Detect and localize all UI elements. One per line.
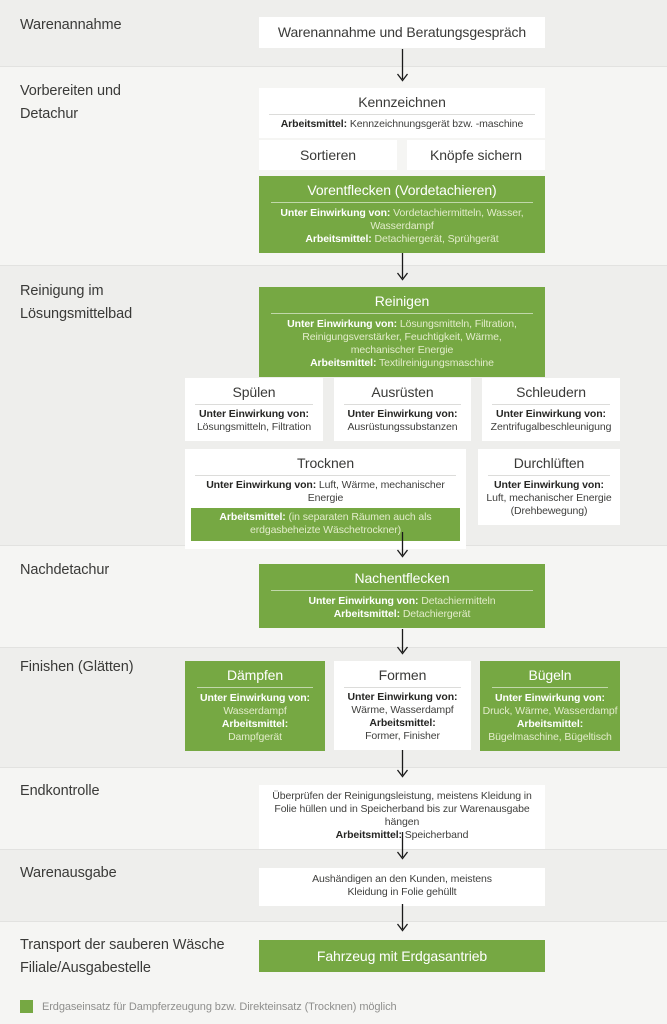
box-fahrzeug: Fahrzeug mit Erdgasantrieb	[259, 940, 545, 972]
divider	[195, 404, 313, 405]
box-ausruesten: Ausrüsten Unter Einwirkung von:Ausrüstun…	[334, 378, 471, 441]
arrow-down-icon	[396, 253, 409, 285]
box-vorentflecken: Vorentflecken (Vordetachieren) Unter Ein…	[259, 176, 545, 253]
trocknen-arbeitsmittel-band: Arbeitsmittel: (in separaten Räumen auch…	[191, 508, 460, 541]
box-sortieren: Sortieren	[259, 140, 397, 170]
band-label-finishen: Finishen (Glätten)	[20, 659, 134, 675]
divider	[271, 202, 533, 203]
divider	[269, 114, 535, 115]
box-warenausgabe: Aushändigen an den Kunden, meistens Klei…	[259, 868, 545, 906]
arrow-down-icon	[396, 629, 409, 659]
box-warenannahme: Warenannahme und Beratungsgespräch	[259, 17, 545, 48]
band-label-warenausgabe: Warenausgabe	[20, 865, 117, 881]
box-trocknen: Trocknen Unter Einwirkung von: Luft, Wär…	[185, 449, 466, 549]
legend-text: Erdgaseinsatz für Dampferzeugung bzw. Di…	[42, 1000, 397, 1013]
arrow-down-icon	[396, 49, 409, 86]
divider	[271, 590, 533, 591]
box-spuelen: Spülen Unter Einwirkung von:Lösungsmitte…	[185, 378, 323, 441]
arrow-down-icon	[396, 832, 409, 864]
divider	[344, 404, 461, 405]
box-kennzeichnen: Kennzeichnen Arbeitsmittel: Kennzeichnun…	[259, 88, 545, 138]
divider	[195, 475, 456, 476]
divider	[492, 404, 610, 405]
divider	[488, 475, 610, 476]
divider	[197, 687, 313, 688]
arrow-down-icon	[396, 904, 409, 936]
box-nachentflecken: Nachentflecken Unter Einwirkung von: Det…	[259, 564, 545, 628]
box-durchlueften: Durchlüften Unter Einwirkung von:Luft, m…	[478, 449, 620, 525]
divider	[344, 687, 461, 688]
divider	[492, 687, 608, 688]
box-schleudern: Schleudern Unter Einwirkung von:Zentrifu…	[482, 378, 620, 441]
box-knoepfe-sichern: Knöpfe sichern	[407, 140, 545, 170]
box-daempfen: Dämpfen Unter Einwirkung von:Wasserdampf…	[185, 661, 325, 751]
legend-green-swatch-icon	[20, 1000, 33, 1013]
band-label-nachdetachur: Nachdetachur	[20, 562, 110, 578]
divider	[271, 313, 533, 314]
box-buegeln: Bügeln Unter Einwirkung von:Druck, Wärme…	[480, 661, 620, 751]
legend: Erdgaseinsatz für Dampferzeugung bzw. Di…	[20, 1000, 397, 1013]
arrow-down-icon	[396, 750, 409, 782]
arrow-down-icon	[396, 532, 409, 562]
band-stripe	[0, 921, 667, 1024]
box-reinigen: Reinigen Unter Einwirkung von: Lösungsmi…	[259, 287, 545, 377]
band-label-warenannahme: Warenannahme	[20, 17, 122, 33]
band-label-endkontrolle: Endkontrolle	[20, 783, 100, 799]
box-formen: Formen Unter Einwirkung von:Wärme, Wasse…	[334, 661, 471, 750]
